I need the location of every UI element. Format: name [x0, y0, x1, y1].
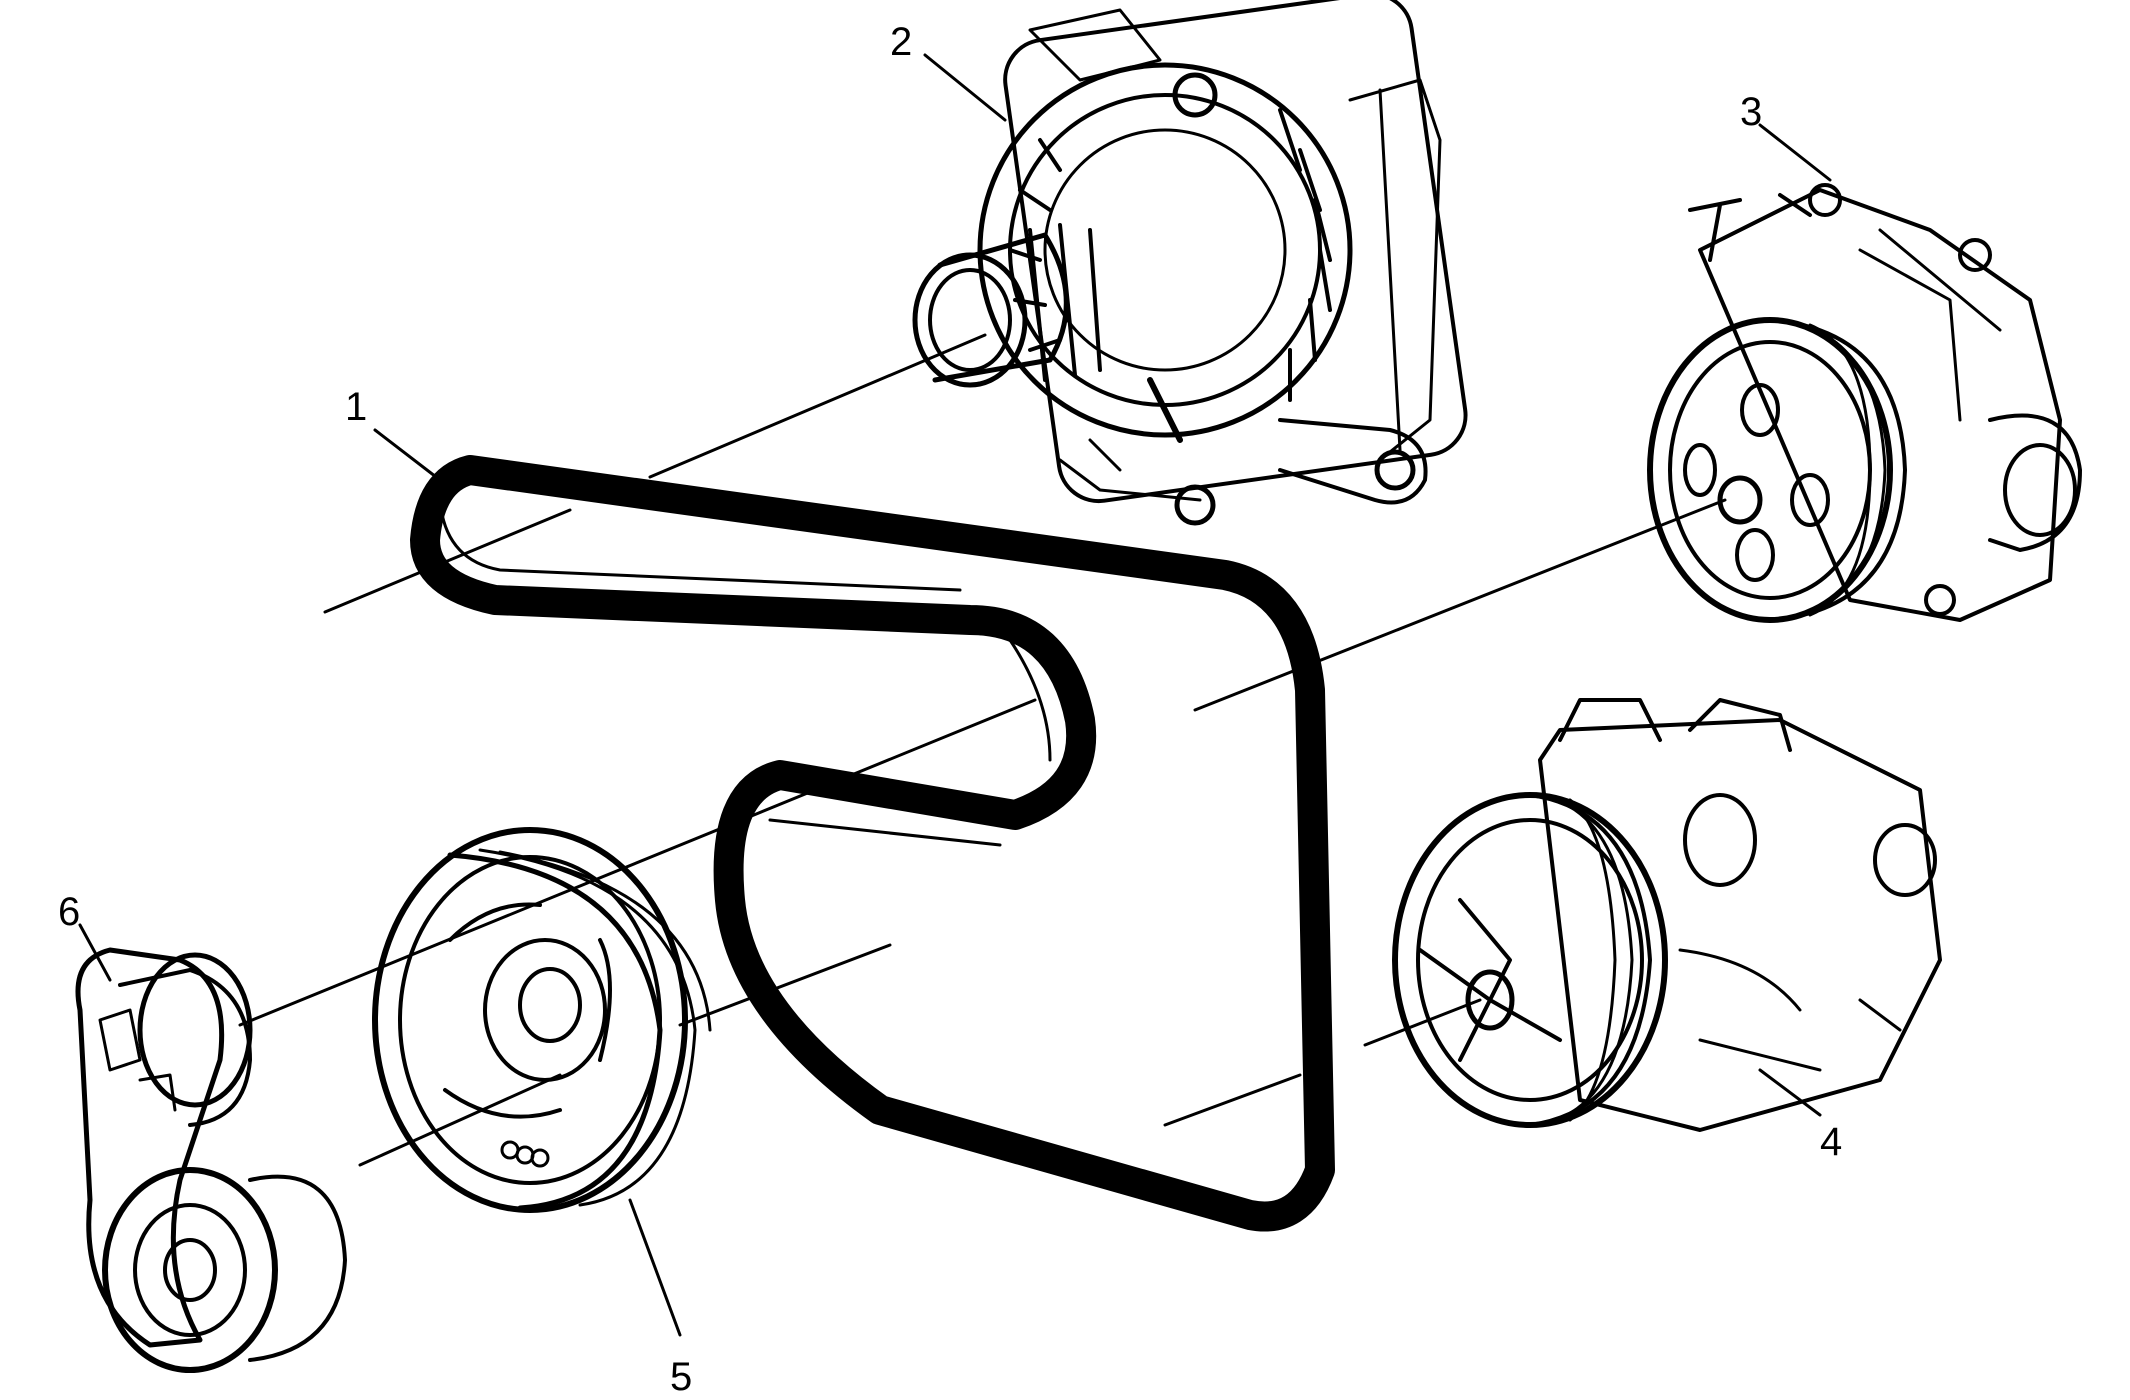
- callout-2: 2: [890, 20, 1007, 122]
- callout-4-label: 4: [1820, 1120, 1842, 1164]
- callout-6-label: 6: [58, 890, 80, 934]
- callout-3-label: 3: [1740, 90, 1762, 134]
- belt-center-line-left: [323, 508, 572, 614]
- compressor-axis-line-b: [1363, 998, 1482, 1047]
- belt-tensioner-assembly: [75, 947, 347, 1373]
- balancer-axis-line-b: [678, 943, 892, 1027]
- compressor-axis-line-a: [1163, 1073, 1302, 1127]
- callout-6: 6: [58, 890, 112, 982]
- generator-fins: [1008, 78, 1442, 462]
- drive-belt: [410, 455, 1335, 1232]
- crankshaft-balancer-assembly: [372, 827, 712, 1213]
- water-pump-axis-line: [1193, 498, 1727, 712]
- callout-4: 4: [1758, 1068, 1842, 1164]
- water-pump-assembly: [1647, 183, 2082, 623]
- alignment-lines: [238, 333, 1727, 1167]
- generator-axis-line: [648, 333, 987, 479]
- balancer-axis-line-a: [358, 1073, 562, 1167]
- callout-5-label: 5: [670, 1355, 692, 1399]
- callout-1-label: 1: [345, 385, 367, 429]
- generator-assembly: [912, 0, 1468, 526]
- callout-5: 5: [628, 1198, 692, 1399]
- callout-2-label: 2: [890, 20, 912, 64]
- tensioner-axis-line: [238, 698, 1037, 1027]
- callout-3: 3: [1740, 90, 1832, 182]
- callout-1: 1: [345, 385, 442, 482]
- ac-compressor-assembly: [1392, 698, 1942, 1132]
